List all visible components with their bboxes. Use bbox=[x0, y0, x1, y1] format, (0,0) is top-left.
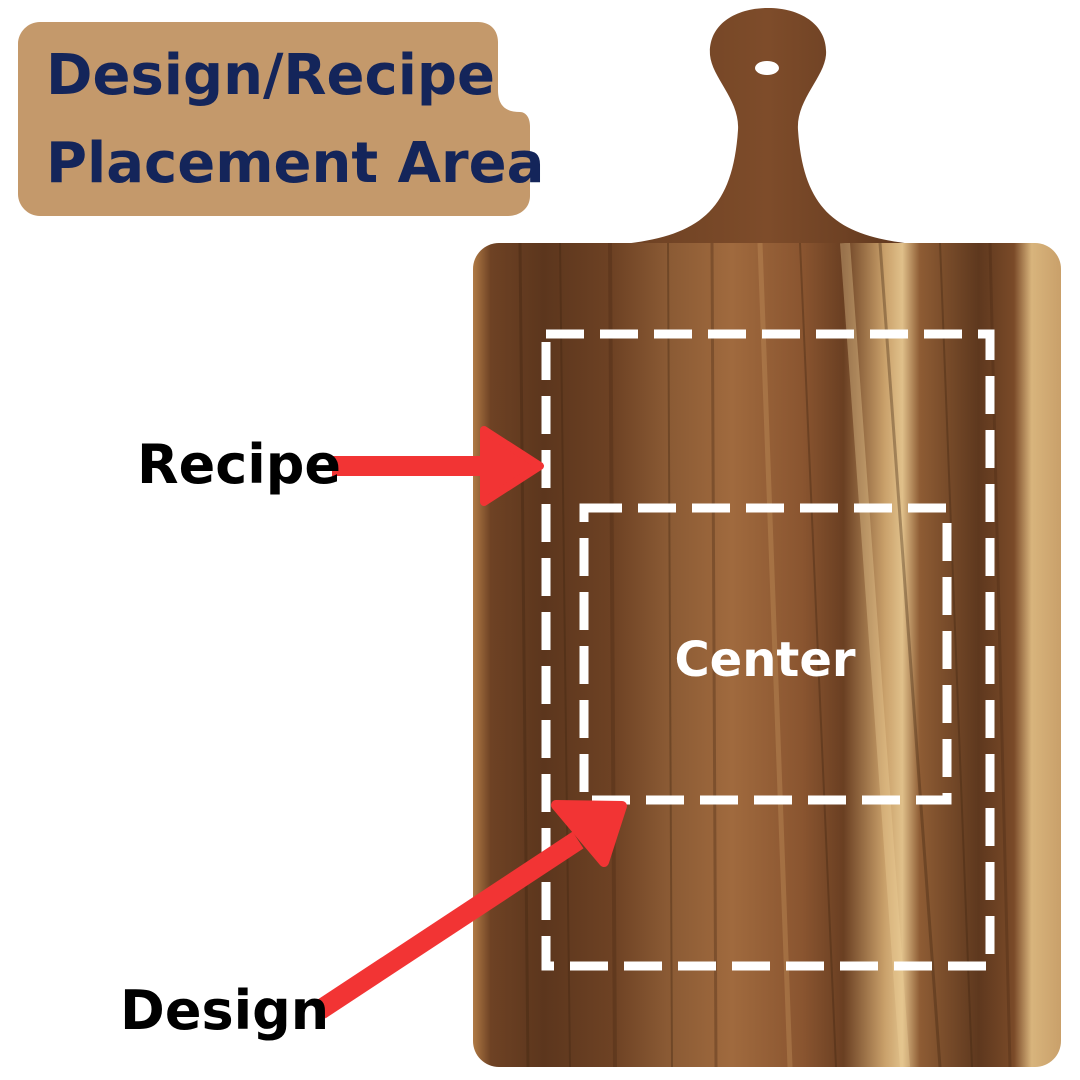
recipe-area-outline bbox=[541, 329, 995, 971]
center-label: Center bbox=[674, 632, 856, 688]
recipe-label: Recipe bbox=[137, 433, 342, 496]
arrow-up-right-icon bbox=[314, 800, 627, 1019]
title-badge-shape bbox=[18, 22, 530, 216]
center-area-outline bbox=[579, 503, 952, 805]
board-body bbox=[473, 243, 1061, 1067]
wood-grain bbox=[518, 243, 1012, 1067]
arrow-right-icon bbox=[332, 426, 544, 506]
design-label: Design bbox=[120, 979, 330, 1042]
title-line-2: Placement Area bbox=[46, 131, 545, 196]
hang-hole bbox=[755, 61, 779, 75]
title-line-1: Design/Recipe bbox=[46, 43, 495, 108]
title-badge: Design/Recipe Placement Area bbox=[0, 0, 560, 240]
board-handle bbox=[600, 8, 936, 246]
